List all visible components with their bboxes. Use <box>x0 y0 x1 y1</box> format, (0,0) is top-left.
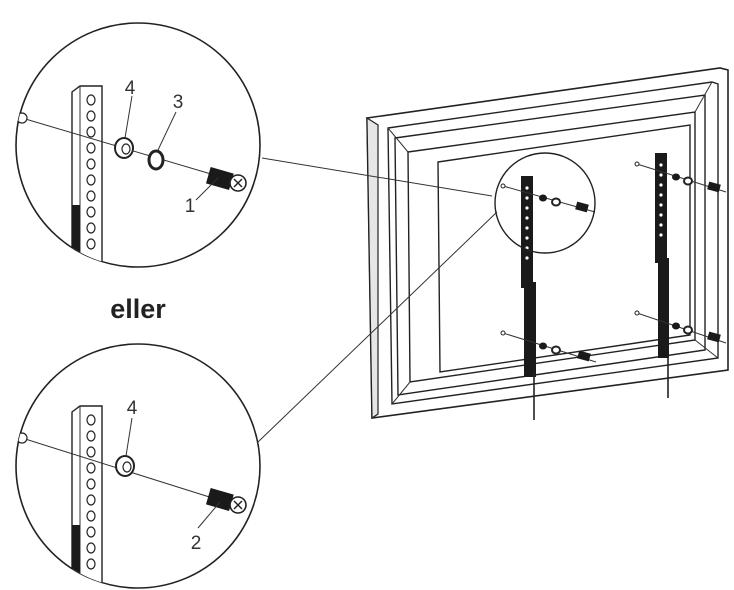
leader-line-bottom <box>257 211 498 443</box>
detail-circle-bottom: 4 2 <box>15 343 261 589</box>
bracket-right <box>655 153 669 398</box>
label-spacer-top: 4 <box>125 78 136 99</box>
label-bolt-top: 1 <box>185 196 196 217</box>
screw-sets <box>500 161 727 363</box>
or-label: eller <box>110 294 166 324</box>
leader-line-top <box>261 157 493 197</box>
tv-frame <box>366 67 729 420</box>
label-bolt-bottom: 2 <box>191 533 202 554</box>
label-washer-top: 3 <box>173 92 184 113</box>
detail-circle-top: 4 3 1 <box>15 22 261 268</box>
zoom-circle-small <box>494 152 596 254</box>
label-spacer-bottom: 4 <box>127 398 138 419</box>
bracket-left <box>521 176 536 420</box>
